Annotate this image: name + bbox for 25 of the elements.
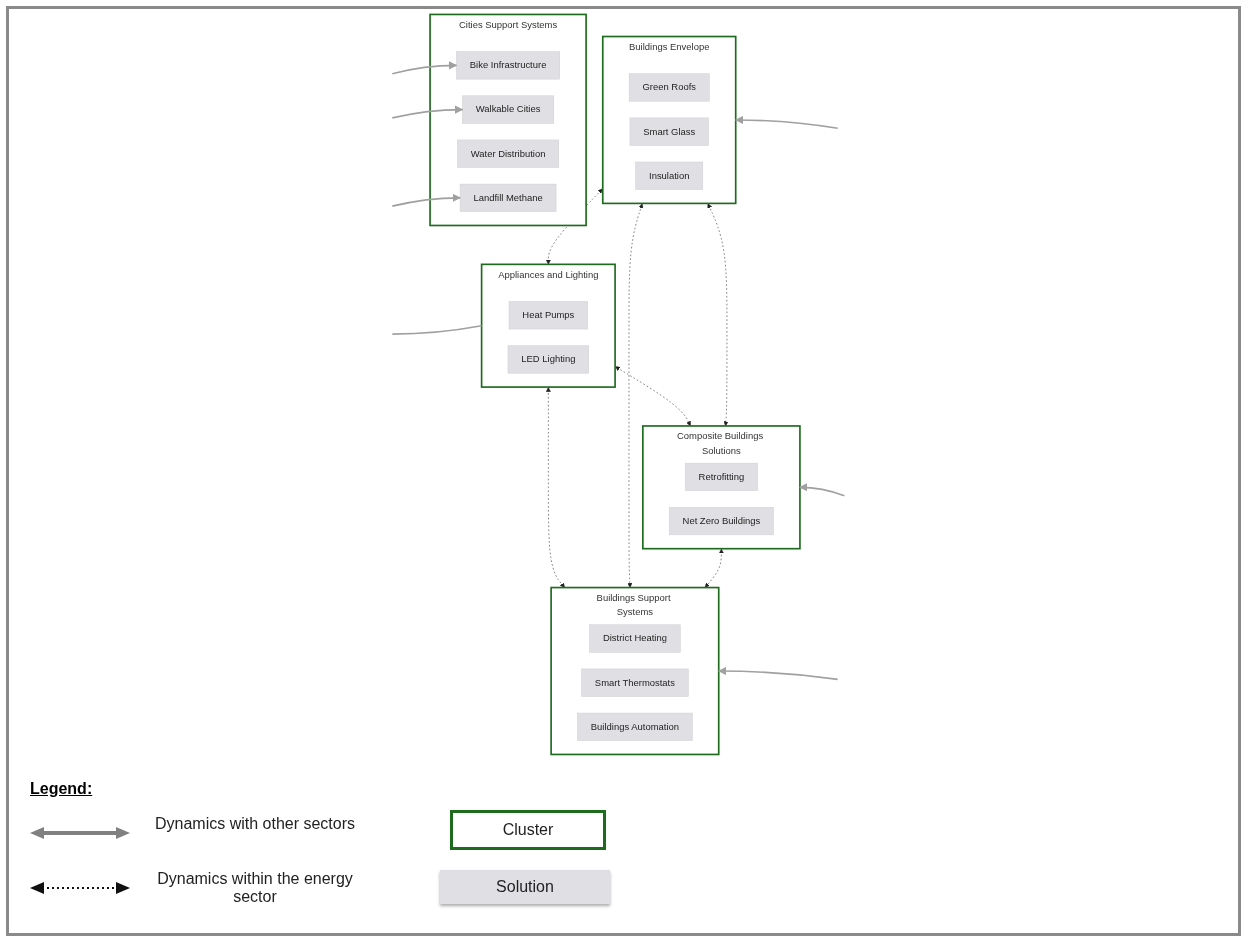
node-box: Retrofitting — [684, 462, 758, 491]
node-box: Green Roofs — [628, 73, 710, 102]
legend-heading: Legend: — [30, 780, 93, 798]
node-box: Landfill Methane — [459, 183, 557, 212]
node-box: Water Distribution — [457, 139, 560, 168]
node-box: Walkable Cities — [462, 95, 555, 124]
node-box: Bike Infrastructure — [456, 51, 560, 80]
node-box: LED Lighting — [507, 345, 589, 374]
node-box: District Heating — [589, 624, 681, 653]
arrow — [799, 483, 846, 497]
arrow — [717, 666, 839, 681]
node-box: Net Zero Buildings — [668, 507, 774, 536]
arrow — [391, 193, 461, 207]
node-box: Heat Pumps — [508, 301, 588, 330]
node-box: Smart Thermostats — [581, 668, 689, 697]
arrow — [391, 61, 458, 75]
legend-label: Dynamics with other sectors — [153, 815, 357, 833]
node-box: Buildings Automation — [577, 712, 693, 741]
legend-label: Dynamics within the energy sector — [156, 870, 354, 906]
arrow — [391, 105, 464, 119]
legend-swatch: Solution — [440, 870, 610, 904]
legend-swatch: Cluster — [450, 810, 606, 850]
arrow — [734, 115, 839, 130]
node-box: Smart Glass — [629, 117, 709, 146]
node-box: Insulation — [635, 161, 704, 190]
